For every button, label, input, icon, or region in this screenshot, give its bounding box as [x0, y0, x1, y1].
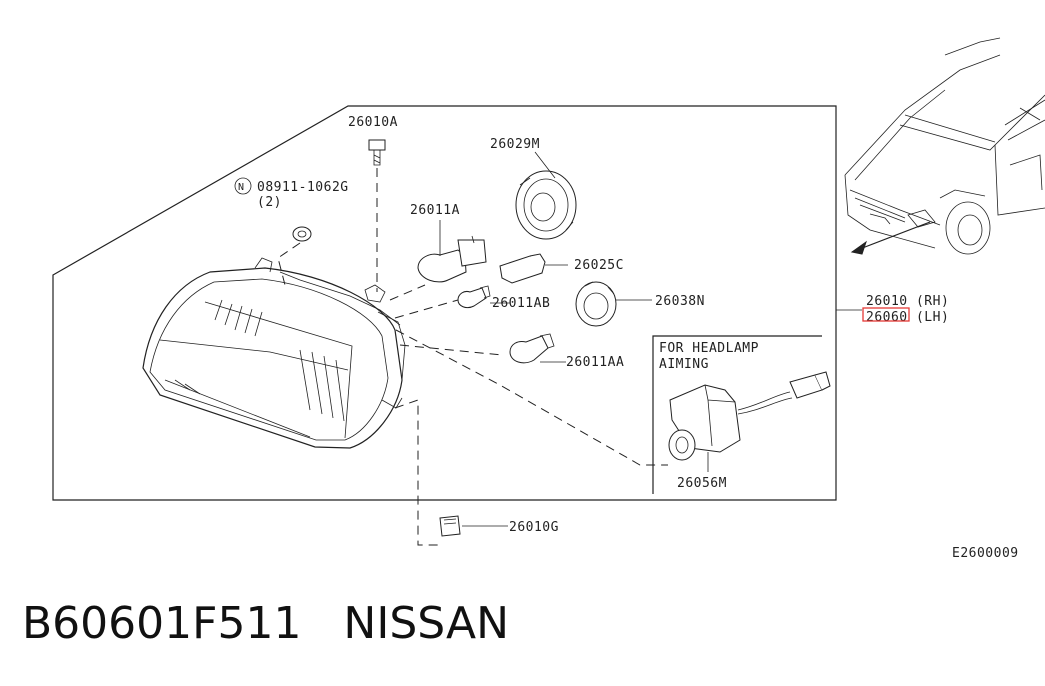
label-26011A: 26011A	[410, 203, 460, 218]
label-26010A: 26010A	[348, 115, 398, 130]
label-assembly-rh: 26010 (RH)	[866, 294, 949, 309]
headlamp-assembly	[142, 257, 406, 449]
aiming-box	[652, 335, 822, 494]
label-26038N: 26038N	[655, 294, 705, 309]
label-26010G: 26010G	[509, 520, 559, 535]
n-symbol: N	[238, 182, 245, 193]
cap-26029M-icon	[515, 170, 577, 240]
label-26011AA: 26011AA	[566, 355, 624, 370]
vehicle-sketch-icon	[844, 37, 1045, 255]
highlight-box	[862, 307, 910, 322]
bulb-26011A-icon	[417, 235, 487, 283]
label-26025C: 26025C	[574, 258, 624, 273]
label-26056M: 26056M	[677, 476, 727, 491]
clip-26010G-icon	[439, 515, 461, 537]
actuator-26056M-icon	[668, 371, 831, 461]
bolt-26010A-icon	[368, 139, 386, 166]
n-symbol-circle	[234, 177, 252, 195]
bulb-26011AB-icon	[457, 285, 491, 309]
aiming-note-line2: AIMING	[659, 357, 709, 372]
label-nut-qty: (2)	[257, 195, 282, 210]
socket-26025C-icon	[499, 253, 546, 284]
diagram-code: E2600009	[952, 546, 1019, 561]
caption-brand: NISSAN	[343, 598, 510, 649]
aiming-note-line1: FOR HEADLAMP	[659, 341, 759, 356]
label-assembly-lh: 26060 (LH)	[866, 310, 949, 325]
bulb-26011AA-icon	[509, 333, 555, 364]
diagram-frame	[52, 105, 837, 501]
nut-08911-1062G-icon	[292, 226, 312, 242]
label-26011AB: 26011AB	[492, 296, 550, 311]
socket-ring-26038N-icon	[575, 281, 617, 327]
caption-part-number: B60601F511	[22, 598, 302, 649]
label-26029M: 26029M	[490, 137, 540, 152]
label-08911-1062G: 08911-1062G	[257, 180, 349, 195]
caption: B60601F511 NISSAN	[22, 598, 509, 649]
